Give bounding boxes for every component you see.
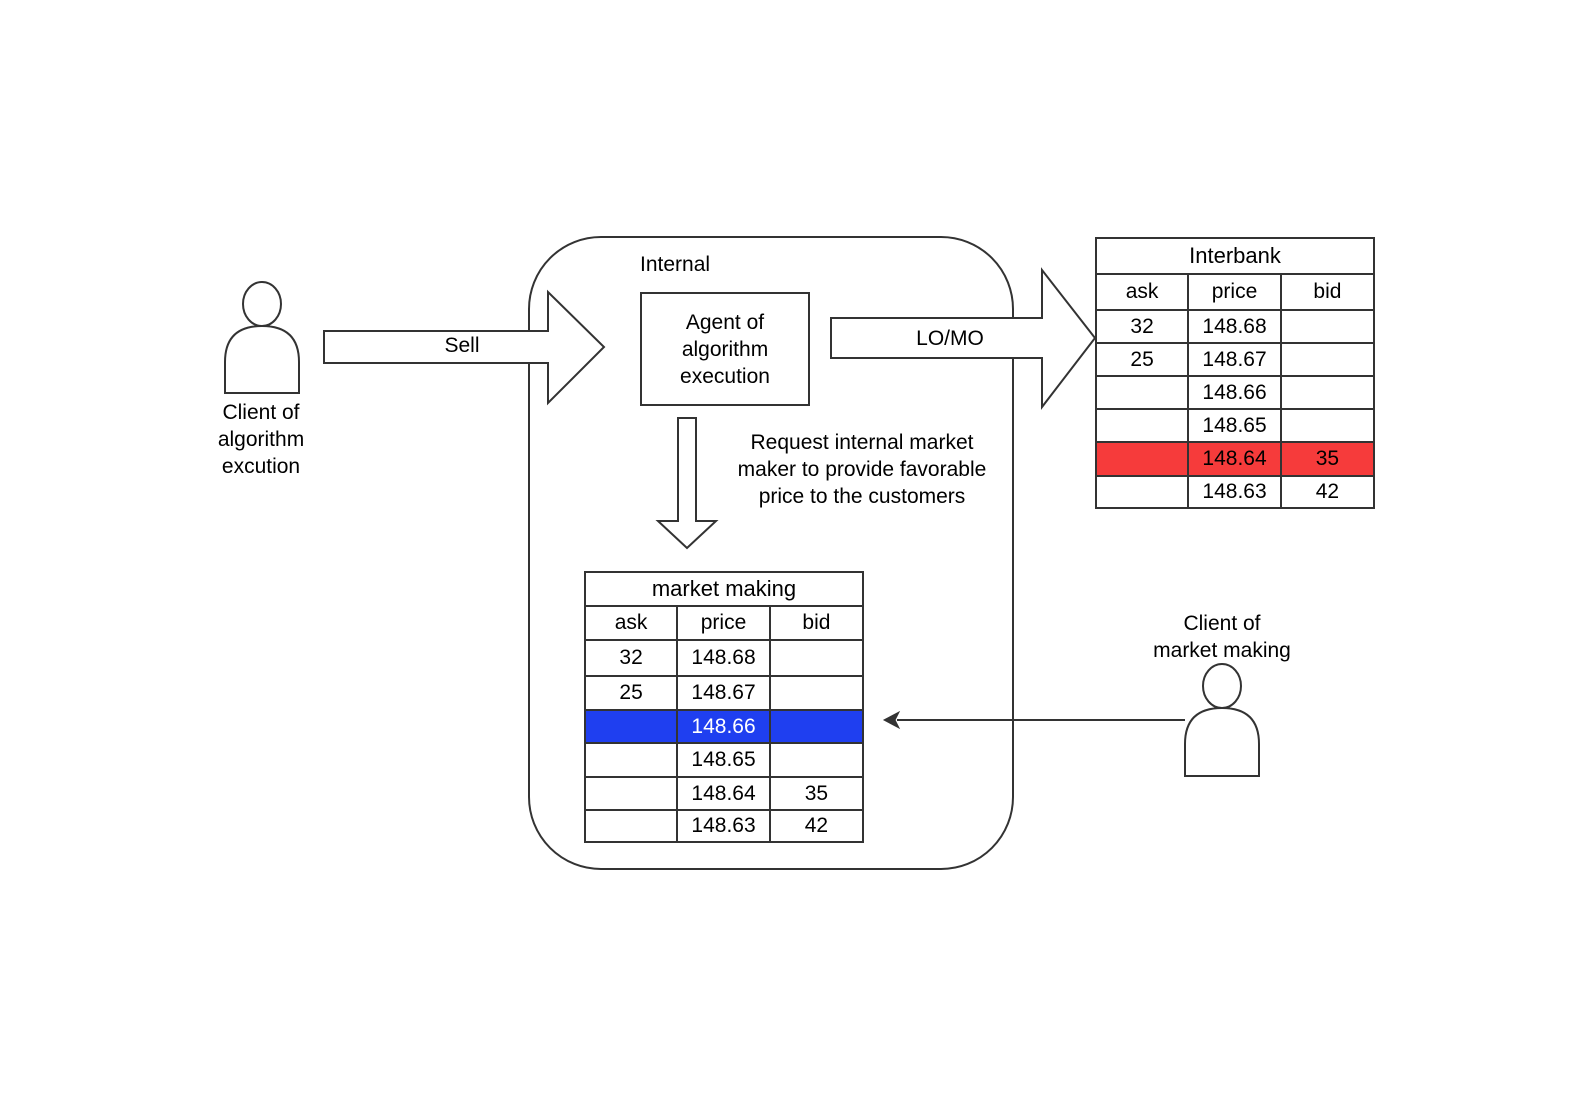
interbank-price-cell: 148.66 xyxy=(1187,375,1282,410)
interbank-title: Interbank xyxy=(1095,237,1375,275)
agent-line: Agent of xyxy=(685,310,765,334)
interbank-bid-cell xyxy=(1279,375,1376,410)
market-making-ask-cell xyxy=(583,809,679,843)
client-algorithm-line: algorithm xyxy=(217,428,305,451)
internal-label: Internal xyxy=(640,253,711,276)
interbank-price-cell: 148.64 xyxy=(1187,441,1282,477)
interbank-price-cell: 148.63 xyxy=(1187,475,1282,509)
request-line: price to the customers xyxy=(758,485,966,508)
market-making-price-cell: 148.63 xyxy=(676,809,771,843)
market-making-row: 148.66 xyxy=(583,709,865,744)
market-making-row: 148.65 xyxy=(583,742,865,778)
internal-container xyxy=(528,236,1014,870)
market-making-bid-cell: 35 xyxy=(768,776,865,811)
interbank-price-cell: 148.67 xyxy=(1187,342,1282,377)
interbank-row: 148.65 xyxy=(1094,408,1376,443)
request-line: maker to provide favorable xyxy=(737,458,987,481)
market-making-bid-cell xyxy=(768,742,865,778)
client-algorithm-line: excution xyxy=(221,455,301,478)
market-making-bid-cell xyxy=(768,675,865,711)
sell-label: Sell xyxy=(444,334,480,357)
interbank-row: 148.66 xyxy=(1094,375,1376,410)
market-making-ask-cell xyxy=(583,776,679,811)
agent-line: execution xyxy=(680,364,770,388)
interbank-bid-cell xyxy=(1279,408,1376,443)
market-making-price-cell: 148.68 xyxy=(676,639,771,677)
market-making-bid-cell: 42 xyxy=(768,809,865,843)
client-algorithm-line: Client of xyxy=(222,401,300,424)
client-algorithm-label: Client of algorithm excution xyxy=(181,399,341,480)
market-making-bid-cell xyxy=(768,709,865,744)
agent-box: Agent of algorithm execution xyxy=(640,292,810,406)
interbank-ask-cell xyxy=(1094,441,1190,477)
interbank-ask-cell: 25 xyxy=(1094,342,1190,377)
client-market-making-label: Client of market making xyxy=(1122,610,1322,664)
interbank-bid-cell xyxy=(1279,309,1376,344)
request-arrow xyxy=(655,417,719,550)
interbank-ask-cell xyxy=(1094,375,1190,410)
interbank-bid-cell: 35 xyxy=(1279,441,1376,477)
interbank-bid-cell xyxy=(1279,342,1376,377)
lomo-label: LO/MO xyxy=(916,327,984,350)
market-making-price-cell: 148.64 xyxy=(676,776,771,811)
request-label: Request internal market maker to provide… xyxy=(712,429,1012,510)
sell-arrow xyxy=(323,289,606,406)
interbank-header-bid: bid xyxy=(1279,273,1376,311)
interbank-header-price: price xyxy=(1187,273,1282,311)
market-making-title: market making xyxy=(584,571,864,607)
lomo-arrow xyxy=(830,267,1097,410)
agent-line: algorithm xyxy=(681,337,769,361)
market-making-header-ask: ask xyxy=(583,605,679,641)
client-order-arrow xyxy=(882,710,1185,730)
market-making-header-price: price xyxy=(676,605,771,641)
market-making-header-bid: bid xyxy=(768,605,865,641)
market-making-ask-cell: 32 xyxy=(583,639,679,677)
interbank-ask-cell: 32 xyxy=(1094,309,1190,344)
interbank-price-cell: 148.65 xyxy=(1187,408,1282,443)
client-market-making-line: market making xyxy=(1153,639,1291,662)
interbank-ask-cell xyxy=(1094,475,1190,509)
market-making-price-cell: 148.65 xyxy=(676,742,771,778)
interbank-ask-cell xyxy=(1094,408,1190,443)
market-making-ask-cell xyxy=(583,742,679,778)
client-algorithm-person-icon xyxy=(224,281,300,394)
market-making-ask-cell: 25 xyxy=(583,675,679,711)
client-market-making-line: Client of xyxy=(1183,612,1261,635)
interbank-header-ask: ask xyxy=(1094,273,1190,311)
interbank-price-cell: 148.68 xyxy=(1187,309,1282,344)
request-line: Request internal market xyxy=(750,431,974,454)
interbank-bid-cell: 42 xyxy=(1279,475,1376,509)
market-making-ask-cell xyxy=(583,709,679,744)
client-market-making-person-icon xyxy=(1184,663,1260,777)
market-making-bid-cell xyxy=(768,639,865,677)
market-making-price-cell: 148.67 xyxy=(676,675,771,711)
market-making-price-cell: 148.66 xyxy=(676,709,771,744)
